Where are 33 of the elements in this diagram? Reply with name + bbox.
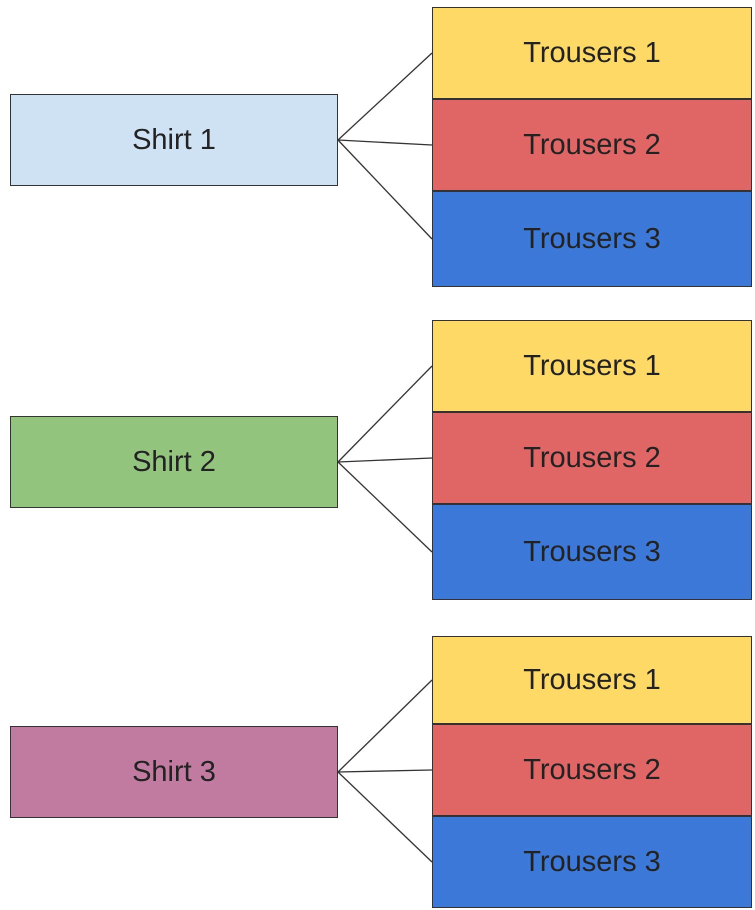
connector-line bbox=[338, 366, 432, 462]
process-box bbox=[432, 724, 752, 816]
process-box bbox=[10, 416, 338, 508]
process-box bbox=[432, 504, 752, 600]
process-box bbox=[432, 191, 752, 287]
connector-line bbox=[338, 680, 432, 772]
box-label: Shirt 2 bbox=[132, 446, 216, 478]
box-label: Trousers 1 bbox=[523, 350, 661, 382]
process-box bbox=[432, 412, 752, 504]
connector-line bbox=[338, 462, 432, 552]
connector-line bbox=[338, 139, 432, 146]
process-box bbox=[10, 726, 338, 818]
process-box bbox=[10, 94, 338, 186]
connector-line bbox=[338, 457, 432, 463]
box-label: Trousers 1 bbox=[523, 36, 661, 70]
box-label: Shirt 3 bbox=[132, 756, 216, 788]
process-box bbox=[432, 816, 752, 908]
box-label: Trousers 2 bbox=[523, 128, 661, 162]
connector-line bbox=[338, 52, 432, 140]
box-label: Trousers 3 bbox=[523, 222, 661, 256]
process-box bbox=[432, 99, 752, 191]
process-box bbox=[432, 320, 752, 412]
box-label: Shirt 1 bbox=[132, 124, 216, 156]
connector-line bbox=[338, 772, 432, 862]
connector-line bbox=[338, 769, 432, 773]
box-label: Trousers 3 bbox=[523, 846, 661, 878]
box-label: Trousers 2 bbox=[523, 442, 661, 474]
process-box bbox=[432, 7, 752, 99]
process-box bbox=[432, 636, 752, 724]
box-label: Trousers 1 bbox=[523, 664, 661, 696]
box-label: Trousers 3 bbox=[523, 536, 661, 568]
box-label: Trousers 2 bbox=[523, 754, 661, 786]
connector-line bbox=[338, 140, 432, 240]
